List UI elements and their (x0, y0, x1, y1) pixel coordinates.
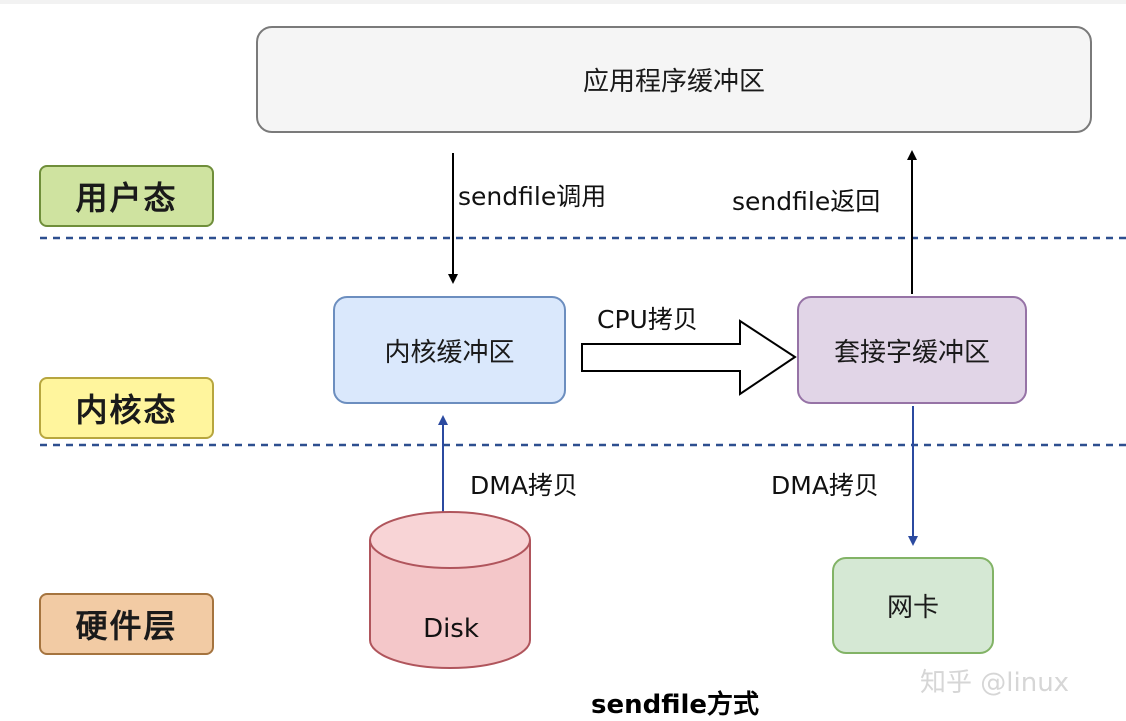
diagram-caption: sendfile方式 (590, 690, 760, 720)
layer-hardware-label: 硬件层 (75, 607, 178, 645)
layer-user: 用户态 (39, 165, 214, 227)
disk-label: Disk (423, 614, 479, 644)
app-buffer-label: 应用程序缓冲区 (582, 67, 765, 97)
nic-label: 网卡 (886, 593, 939, 623)
sendfile-call-label: sendfile调用 (458, 182, 607, 211)
kernel-buffer-label: 内核缓冲区 (384, 337, 515, 368)
disk-cylinder (369, 511, 531, 669)
layer-hardware: 硬件层 (39, 593, 214, 655)
layer-kernel-label: 内核态 (75, 391, 178, 429)
dma-copy-in-label: DMA拷贝 (470, 471, 578, 500)
nic-box: 网卡 (832, 557, 994, 654)
sendfile-return-label: sendfile返回 (732, 187, 881, 216)
layer-user-label: 用户态 (75, 179, 178, 217)
kernel-buffer-box: 内核缓冲区 (333, 296, 566, 404)
layer-kernel: 内核态 (39, 377, 214, 439)
cpu-copy-label: CPU拷贝 (597, 305, 698, 334)
socket-buffer-box: 套接字缓冲区 (797, 296, 1027, 404)
top-strip (0, 0, 1126, 4)
dma-copy-out-label: DMA拷贝 (771, 471, 879, 500)
arrow-cpu-copy (581, 319, 797, 396)
socket-buffer-label: 套接字缓冲区 (833, 337, 990, 368)
app-buffer-box: 应用程序缓冲区 (256, 26, 1092, 133)
watermark: 知乎 @linux (920, 668, 1070, 698)
